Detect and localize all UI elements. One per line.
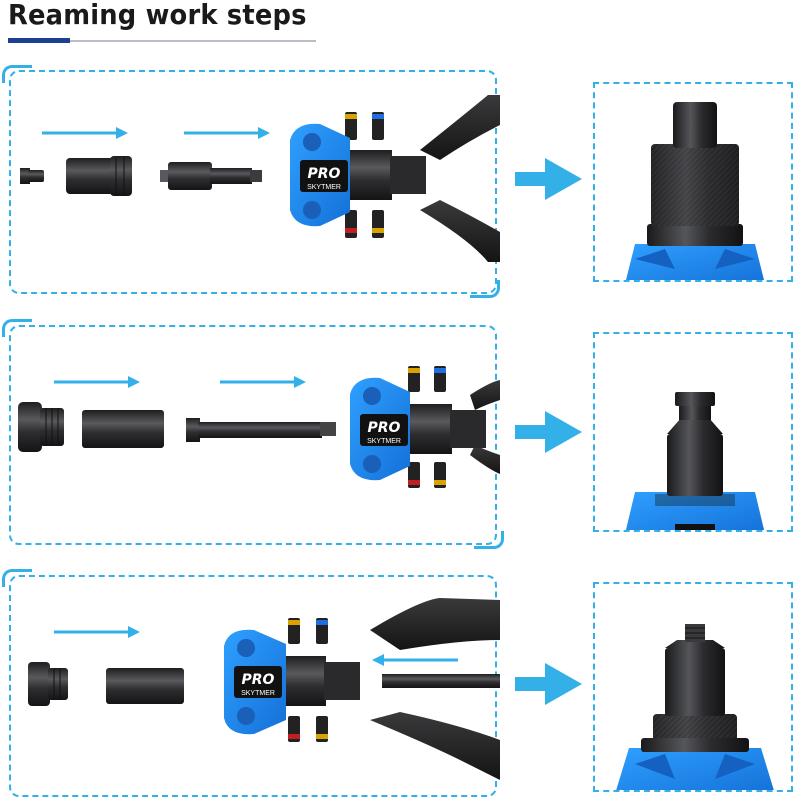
panel-corner-accent <box>470 280 500 298</box>
arrow-right-icon <box>42 127 128 139</box>
title-underline-accent <box>8 38 70 43</box>
arrow-right-icon <box>184 127 270 139</box>
panel-corner-accent <box>474 531 504 549</box>
rivet-tool-head <box>224 598 500 780</box>
big-arrow-right-icon <box>515 663 582 705</box>
brand-logo-sub: SKYTMER <box>241 690 275 697</box>
step-2-panel <box>9 325 497 545</box>
step-2-result <box>593 332 793 532</box>
big-arrow-right-icon <box>515 158 582 200</box>
long-mandrel-part <box>186 418 336 442</box>
panel-corner-accent <box>2 319 32 337</box>
threaded-nozzle-part <box>28 662 68 706</box>
small-nozzle-part <box>20 168 44 184</box>
step-3-result <box>593 582 793 792</box>
brand-logo: PRO <box>368 420 401 436</box>
sleeve-part <box>82 410 164 448</box>
brand-logo: PRO <box>242 672 275 688</box>
title-underline <box>8 40 316 42</box>
page-title: Reaming work steps <box>8 0 307 31</box>
big-arrow-right-icon <box>515 411 582 453</box>
sleeve-part <box>106 668 184 704</box>
panel-corner-accent <box>2 569 32 587</box>
arrow-right-icon <box>220 376 306 388</box>
nozzle-sleeve-part <box>66 156 132 196</box>
step-1-result-image <box>626 102 764 280</box>
arrow-right-icon <box>54 626 140 638</box>
brand-logo: PRO <box>308 166 341 182</box>
brand-logo-sub: SKYTMER <box>307 184 341 191</box>
rivet-tool-head <box>350 366 500 488</box>
mandrel-part <box>160 162 262 190</box>
step-1-panel <box>9 70 497 294</box>
step-2-result-image <box>625 392 765 530</box>
panel-corner-accent <box>2 65 32 83</box>
brand-logo-sub: SKYTMER <box>367 438 401 445</box>
arrow-right-icon <box>54 376 140 388</box>
step-3-result-image <box>616 624 774 790</box>
threaded-nozzle-part <box>18 402 64 452</box>
arrow-left-icon <box>372 654 458 666</box>
rivet-tool-head <box>290 95 500 262</box>
step-1-result <box>593 82 793 282</box>
